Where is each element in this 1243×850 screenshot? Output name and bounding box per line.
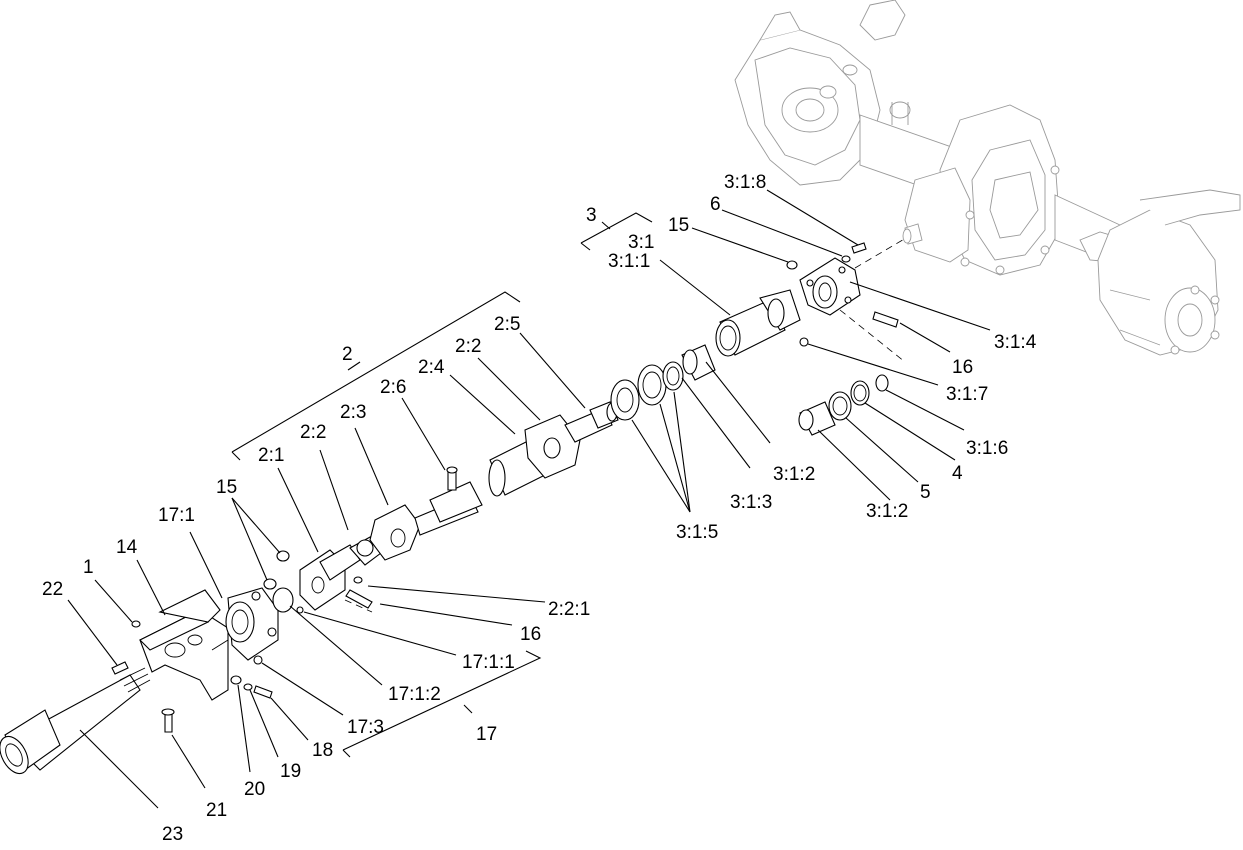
label-17-3: 17:3 <box>347 717 384 738</box>
label-3-1: 3:1 <box>628 232 654 253</box>
label-2-6: 2:6 <box>380 377 406 398</box>
label-14: 14 <box>116 537 138 558</box>
bracket-14 <box>139 589 229 701</box>
label-19: 19 <box>280 761 301 782</box>
label-3-1-4: 3:1:4 <box>994 332 1037 353</box>
label-16-left: 16 <box>520 624 541 645</box>
label-3-1-2-mid: 3:1:2 <box>773 464 815 485</box>
label-2-2-left: 2:2 <box>300 422 326 443</box>
label-22: 22 <box>42 579 63 600</box>
label-6: 6 <box>710 194 721 215</box>
label-3: 3 <box>586 205 597 226</box>
label-5: 5 <box>920 482 931 503</box>
callout-leaders <box>67 189 991 809</box>
assembly-axis-lines <box>344 237 907 613</box>
label-2-3: 2:3 <box>340 402 366 423</box>
label-3-1-5: 3:1:5 <box>676 522 718 543</box>
label-2-5: 2:5 <box>494 314 520 335</box>
driveshaft-middle <box>488 401 619 497</box>
label-2-1: 2:1 <box>258 445 284 466</box>
bearing-housing-17-1 <box>225 587 279 661</box>
rear-axle-assembly <box>734 0 1241 356</box>
flange-3-1-4 <box>786 242 899 347</box>
u-joint-front <box>299 466 483 611</box>
label-4: 4 <box>952 463 963 484</box>
rings-and-sleeves <box>610 289 889 436</box>
label-3-1-7: 3:1:7 <box>946 384 988 405</box>
label-20: 20 <box>244 779 265 800</box>
label-3-1-8: 3:1:8 <box>724 172 766 193</box>
label-2-4: 2:4 <box>418 357 445 378</box>
fasteners <box>111 550 304 733</box>
label-16-right: 16 <box>952 357 973 378</box>
label-23: 23 <box>162 824 183 845</box>
label-21: 21 <box>206 800 227 821</box>
label-3-1-6: 3:1:6 <box>966 438 1008 459</box>
callout-labels: 1 22 14 17:1 15 2:1 2:2 2:3 2 2:6 2:4 2:… <box>42 172 1037 845</box>
label-15-right: 15 <box>668 215 689 236</box>
label-3-1-1: 3:1:1 <box>608 251 650 272</box>
label-18: 18 <box>312 740 333 761</box>
label-2-2-right: 2:2 <box>455 336 481 357</box>
label-17: 17 <box>476 724 497 745</box>
shaft-23 <box>0 667 151 775</box>
label-2: 2 <box>342 344 353 365</box>
label-15-left: 15 <box>216 477 237 498</box>
label-2-2-1: 2:2:1 <box>548 599 590 620</box>
group-brackets <box>231 212 653 758</box>
label-17-1-2: 17:1:2 <box>388 684 441 705</box>
label-17-1: 17:1 <box>158 505 195 526</box>
label-3-1-3: 3:1:3 <box>730 492 772 513</box>
label-17-1-1: 17:1:1 <box>462 652 515 673</box>
label-1: 1 <box>83 557 94 578</box>
label-3-1-2-right: 3:1:2 <box>866 501 908 522</box>
